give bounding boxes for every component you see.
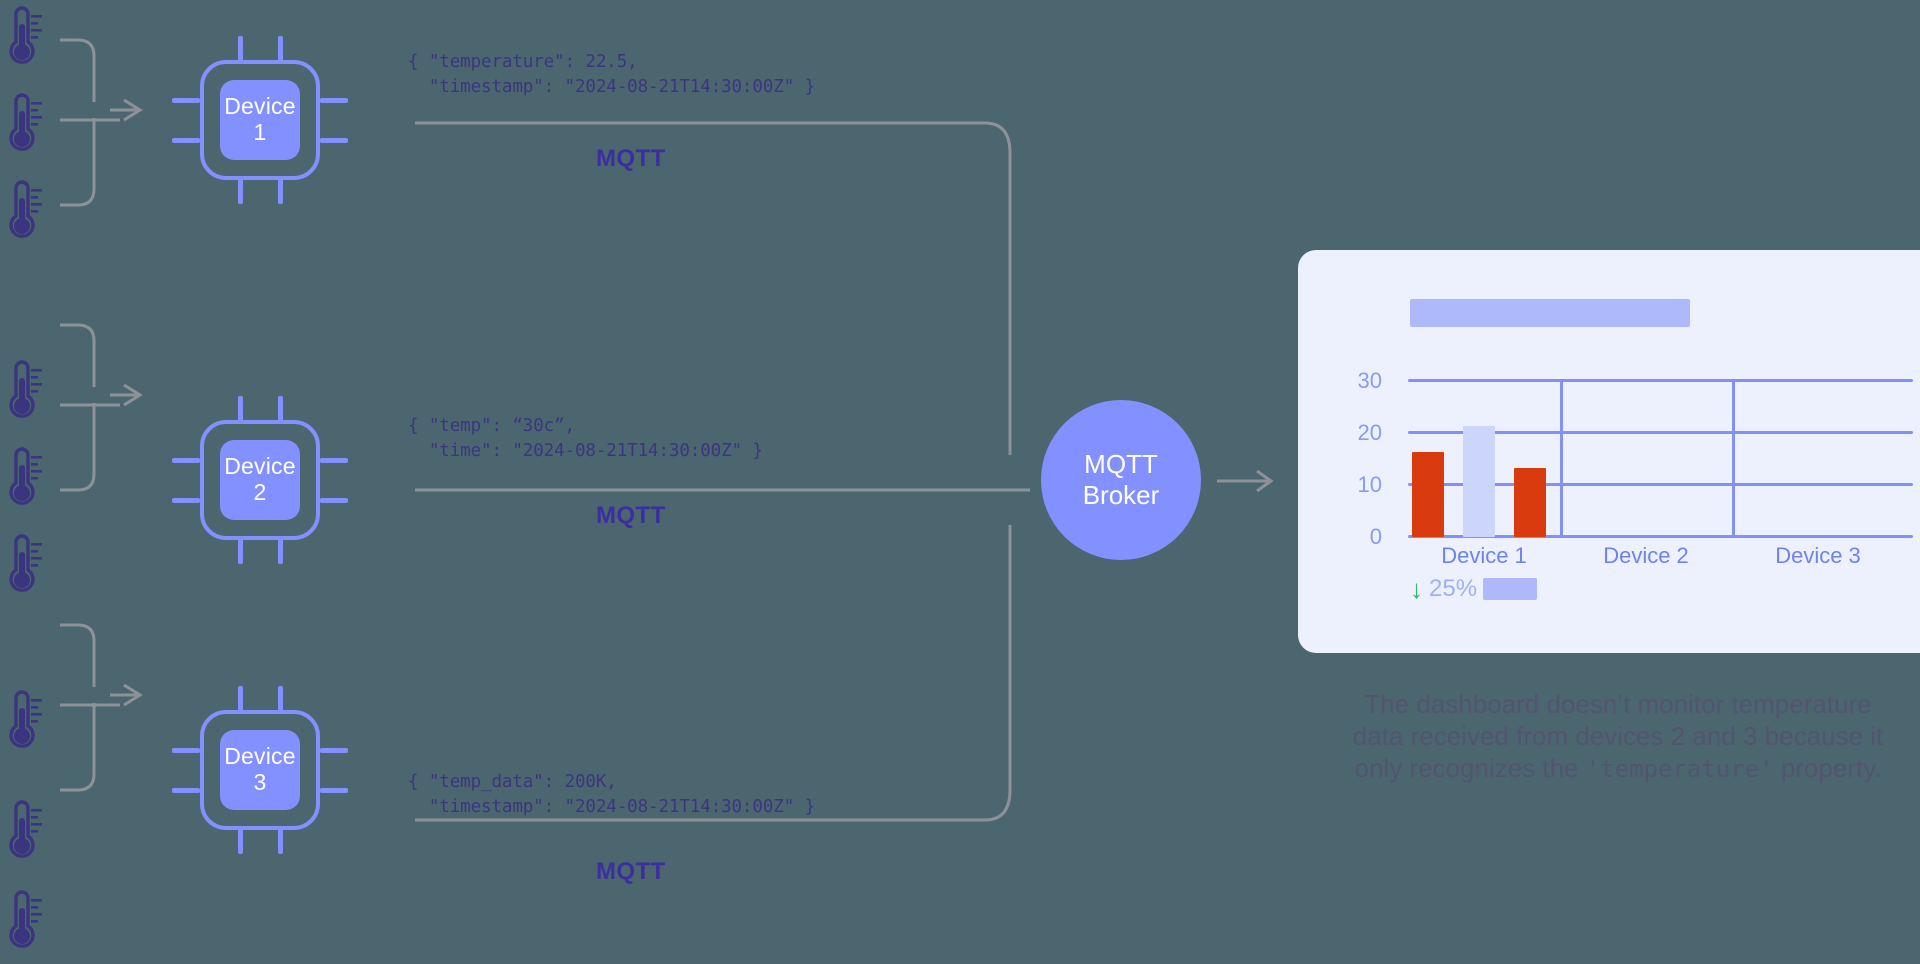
- chip-pin: [278, 686, 283, 712]
- thermometer-icon: [2, 534, 44, 596]
- x-label-device-3: Device 3: [1775, 543, 1861, 568]
- device-chip-3[interactable]: Device 3: [172, 686, 348, 854]
- chip-pin: [238, 686, 243, 712]
- device-label-line2: 2: [253, 479, 267, 505]
- caption-line-1: The dashboard doesn’t monitor temperatur…: [1364, 689, 1872, 719]
- device-chip-2[interactable]: Device 2: [172, 396, 348, 564]
- y-tick-20: 20: [1357, 420, 1382, 445]
- axis-baseline: [1408, 535, 1913, 538]
- caption-line-2: data received from devices 2 and 3 becau…: [1352, 721, 1884, 752]
- chip-pin: [238, 36, 243, 62]
- caption-line3-post: property.: [1773, 753, 1882, 784]
- category-divider-1: [1560, 379, 1563, 538]
- caption-code-temperature: 'temperature': [1585, 755, 1774, 784]
- chip-pin: [238, 828, 243, 854]
- delta-indicator: ↓ 25%: [1410, 574, 1538, 604]
- dashboard-card[interactable]: 30 20 10 0 Device 1 Device 2 Device 3 ↓ …: [1298, 250, 1920, 653]
- chip-label: Device 3: [220, 730, 300, 810]
- chip-outline: [200, 710, 320, 830]
- chip-pin: [172, 498, 200, 503]
- x-label-device-2: Device 2: [1603, 543, 1689, 568]
- thermometer-icon: [2, 800, 44, 862]
- device-2-protocol-label: MQTT: [596, 502, 666, 529]
- device-label-line2: 3: [253, 769, 267, 795]
- device-3-payload-line2: "timestamp": "2024-08-21T14:30:00Z" }: [408, 797, 815, 817]
- thermometer-icon: [2, 360, 44, 422]
- delta-placeholder-bar: [1483, 578, 1538, 600]
- device-2-payload-line2: "time": "2024-08-21T14:30:00Z" }: [408, 441, 763, 461]
- chip-pin: [320, 98, 348, 103]
- chip-pin: [172, 748, 200, 753]
- chip-pin: [320, 138, 348, 143]
- y-tick-0: 0: [1369, 524, 1382, 549]
- thermometer-icon: [2, 93, 44, 155]
- gridline-30: [1408, 379, 1913, 382]
- y-tick-30: 30: [1357, 368, 1382, 393]
- sensor-merge-connector: [60, 323, 143, 492]
- mqtt-broker-node[interactable]: MQTT Broker: [1041, 400, 1201, 560]
- chip-pin: [172, 138, 200, 143]
- thermometer-icon: [2, 180, 44, 242]
- thermometer-icon: [2, 690, 44, 752]
- chip-pin: [172, 788, 200, 793]
- device-3-protocol-label: MQTT: [596, 858, 666, 885]
- device-label-line1: Device: [224, 453, 296, 480]
- device-1-protocol-label: MQTT: [596, 145, 666, 172]
- x-label-device-1: Device 1: [1441, 543, 1527, 568]
- chip-pin: [238, 538, 243, 564]
- thermometer-icon: [2, 447, 44, 509]
- title-placeholder-bar: [1410, 299, 1690, 327]
- sensor-merge-connector: [60, 38, 143, 207]
- caption-line3-pre: only recognizes the: [1354, 753, 1586, 784]
- device-chip-1[interactable]: Device 1: [172, 36, 348, 204]
- broker-to-dashboard-arrow: [1217, 469, 1274, 493]
- thermometer-icon: [2, 6, 44, 68]
- broker-title-line1: MQTT: [1084, 448, 1158, 479]
- chip-pin: [320, 498, 348, 503]
- chip-outline: [200, 420, 320, 540]
- chip-label: Device 1: [220, 80, 300, 160]
- device-1-payload-line1: { "temperature": 22.5,: [408, 52, 638, 72]
- bar-device1-series3: [1514, 468, 1546, 537]
- chip-pin: [320, 458, 348, 463]
- chip-pin: [172, 458, 200, 463]
- bar-device1-series1: [1412, 452, 1444, 537]
- arrow-down-icon: ↓: [1410, 574, 1423, 604]
- chip-pin: [278, 36, 283, 62]
- chip-pin: [278, 396, 283, 422]
- delta-percent: 25%: [1429, 575, 1478, 602]
- device-2-payload-line1: { "temp": “30c”,: [408, 416, 575, 436]
- chip-pin: [238, 178, 243, 204]
- chip-pin: [172, 98, 200, 103]
- chip-pin: [320, 788, 348, 793]
- chip-pin: [320, 748, 348, 753]
- device-3-payload-line1: { "temp_data": 200K,: [408, 772, 617, 792]
- y-tick-10: 10: [1357, 472, 1382, 497]
- broker-title-line2: Broker: [1082, 480, 1160, 510]
- gridline-10: [1408, 483, 1913, 486]
- chip-pin: [278, 828, 283, 854]
- thermometer-icon: [2, 890, 44, 952]
- device-1-payload-line2: "timestamp": "2024-08-21T14:30:00Z" }: [408, 77, 815, 97]
- caption-line-3: only recognizes the 'temperature' proper…: [1298, 752, 1920, 785]
- chip-pin: [238, 396, 243, 422]
- sensor-merge-connector: [60, 623, 143, 792]
- device-label-line1: Device: [224, 743, 296, 770]
- chip-outline: [200, 60, 320, 180]
- device-label-line1: Device: [224, 93, 296, 120]
- bar-device1-series2: [1463, 426, 1495, 537]
- category-divider-2: [1732, 379, 1735, 538]
- gridline-20: [1408, 431, 1913, 434]
- device-to-broker-connector: [415, 121, 1030, 822]
- chip-label: Device 2: [220, 440, 300, 520]
- dashboard-caption: The dashboard doesn’t monitor temperatur…: [1298, 688, 1920, 785]
- chip-pin: [278, 538, 283, 564]
- device-label-line2: 1: [253, 119, 267, 145]
- chip-pin: [278, 178, 283, 204]
